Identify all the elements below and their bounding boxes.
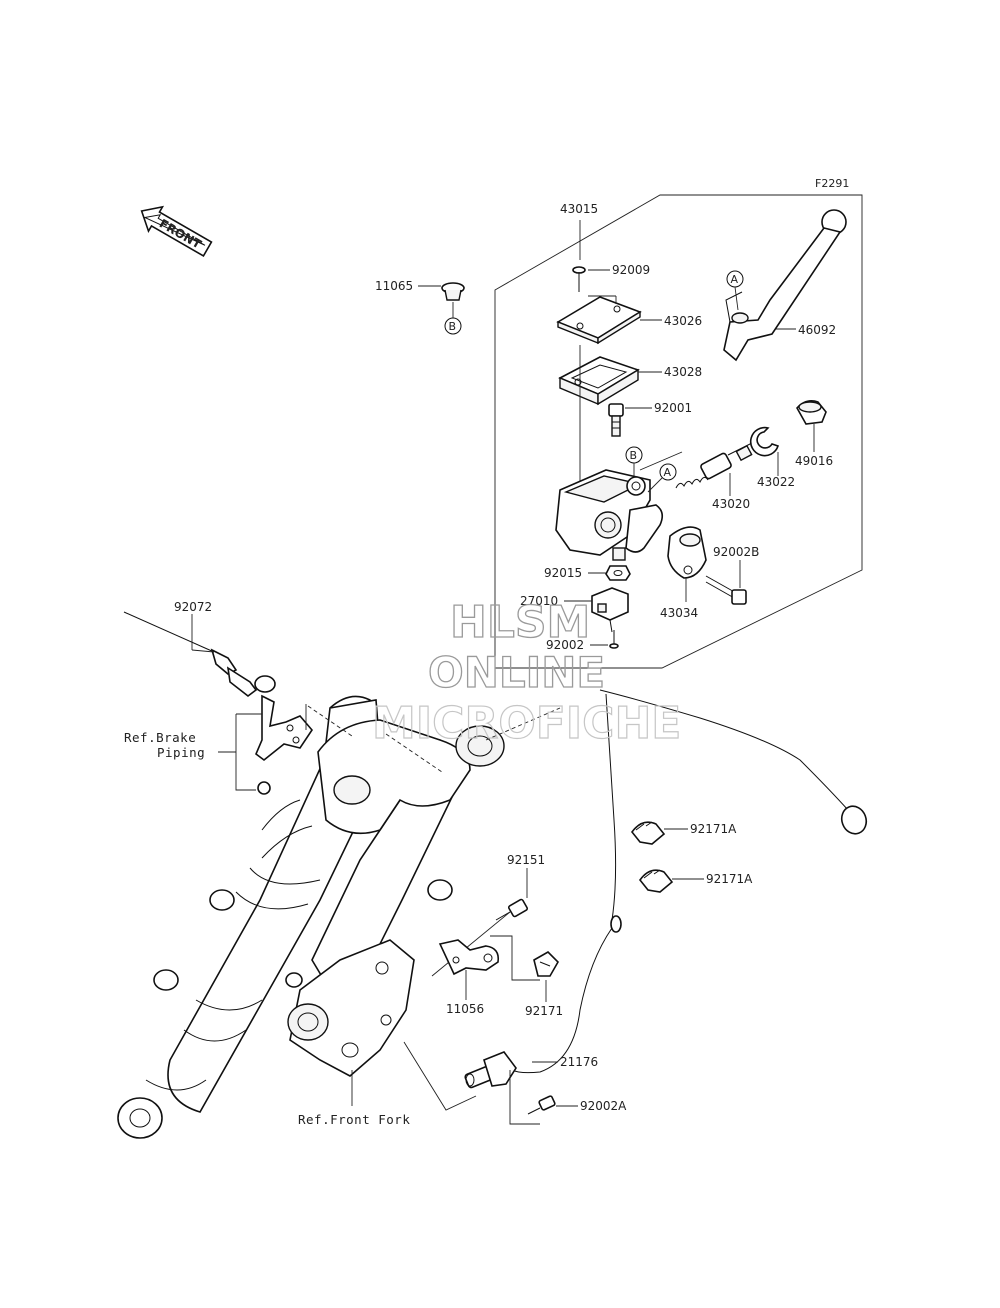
bracket-11056 [438, 939, 500, 976]
clip-92171 [533, 951, 559, 977]
ref-marker-b-body: B [625, 446, 643, 464]
bolt-92002A [527, 1095, 556, 1115]
piston-assembly-43020 [675, 441, 755, 489]
reservoir-cap-43026 [556, 296, 642, 345]
clamp-92171A-lower [638, 869, 674, 893]
ref-marker-a-lever: A [726, 270, 744, 288]
speed-sensor-21176 [464, 1051, 517, 1089]
sensor-cable [511, 689, 868, 1074]
figure-code: F2291 [815, 177, 849, 190]
label-46092: 46092 [798, 323, 836, 337]
label-49016: 49016 [795, 454, 833, 468]
bolt-92002B [705, 575, 747, 605]
label-92001: 92001 [654, 401, 692, 415]
label-92171A-lower: 92171A [706, 872, 753, 886]
ref-marker-a-body: A [659, 463, 677, 481]
brake-switch-27010 [591, 587, 629, 633]
front-arrow-icon: FRONT [140, 205, 213, 258]
label-11065: 11065 [375, 279, 413, 293]
label-43026: 43026 [664, 314, 702, 328]
label-43028: 43028 [664, 365, 702, 379]
label-92002A: 92002A [580, 1099, 627, 1113]
label-21176: 21176 [560, 1055, 598, 1069]
ref-brake-piping-line2: Piping [157, 745, 205, 760]
nut-92015 [605, 565, 631, 581]
label-92151: 92151 [507, 853, 545, 867]
svg-text:B: B [449, 320, 457, 333]
label-92002B: 92002B [713, 545, 759, 559]
brake-hose-92072 [123, 611, 276, 698]
label-43020: 43020 [712, 497, 750, 511]
screw-92009 [572, 266, 586, 292]
label-92002: 92002 [546, 638, 584, 652]
watermark-line2: ONLINE [428, 648, 605, 697]
label-92171A-upper: 92171A [690, 822, 737, 836]
master-cylinder-group-outline [494, 194, 863, 669]
ref-brake-piping-line1: Ref.Brake [124, 730, 196, 745]
clamp-92171A-upper [630, 821, 666, 845]
label-92072: 92072 [174, 600, 212, 614]
bolt-92151 [495, 898, 528, 921]
snap-ring-43022 [749, 426, 780, 457]
label-92171: 92171 [525, 1004, 563, 1018]
master-cylinder-body [555, 469, 664, 561]
label-92015: 92015 [544, 566, 582, 580]
lever-46092 [723, 209, 847, 362]
label-11056: 11056 [446, 1002, 484, 1016]
label-92009: 92009 [612, 263, 650, 277]
svg-text:A: A [731, 273, 739, 286]
ref-marker-b-cap: B [444, 317, 462, 335]
watermark-line3: MICROFICHE [372, 698, 681, 749]
front-fork-assembly [117, 695, 505, 1139]
ref-front-fork: Ref.Front Fork [298, 1112, 410, 1127]
label-43015: 43015 [560, 202, 598, 216]
label-43022: 43022 [757, 475, 795, 489]
holder-43034 [667, 526, 707, 579]
label-43034: 43034 [660, 606, 698, 620]
bolt-92001 [608, 403, 624, 437]
boot-49016 [796, 400, 827, 425]
svg-text:B: B [630, 449, 638, 462]
screw-92002 [609, 630, 619, 649]
svg-text:A: A [664, 466, 672, 479]
watermark-line1: HLSM [450, 597, 590, 648]
brake-piping-bracket [255, 694, 314, 795]
label-27010: 27010 [520, 594, 558, 608]
cap-11065 [441, 282, 465, 301]
diaphragm-43028 [558, 356, 640, 406]
